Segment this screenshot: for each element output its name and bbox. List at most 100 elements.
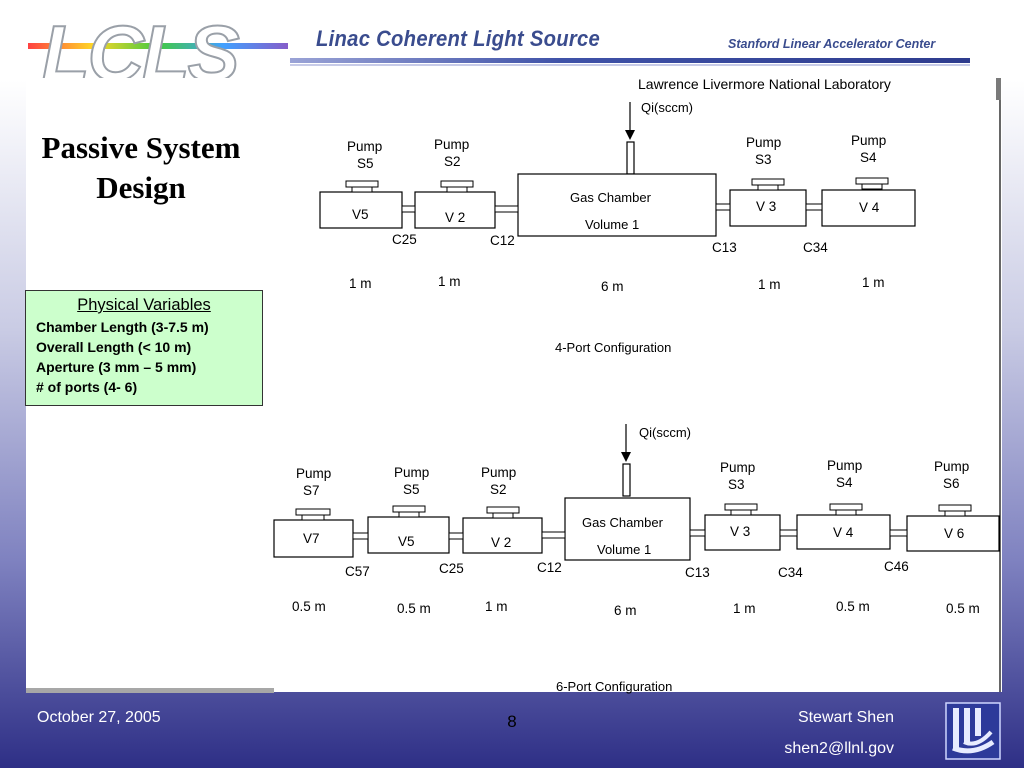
pump-label: S7 (303, 483, 320, 498)
content-shadow (26, 688, 274, 693)
pump-word: Pump (434, 137, 469, 152)
pump-word: Pump (347, 139, 382, 154)
length-label: 1 m (862, 275, 885, 290)
pump-label: S2 (444, 154, 461, 169)
volume-label: V 2 (491, 535, 511, 550)
rainbow-stripe (28, 43, 288, 49)
variable-item: Overall Length (< 10 m) (36, 339, 192, 355)
volume-label: V5 (398, 534, 415, 549)
length-label: 1 m (485, 599, 508, 614)
pump-label: S5 (403, 482, 420, 497)
connector-label: C25 (392, 232, 417, 247)
volume-label: V 4 (859, 200, 880, 215)
footer-page-number: 8 (507, 712, 517, 731)
connector-label: C12 (537, 560, 562, 575)
volume-label: V 3 (756, 199, 776, 214)
pump-label: S2 (490, 482, 507, 497)
pump-cap (486, 506, 520, 514)
variable-item: Aperture (3 mm – 5 mm) (36, 359, 197, 375)
llnl-logo-icon (945, 702, 1001, 760)
header-blue-bar (290, 58, 970, 63)
connector-label: C57 (345, 564, 370, 579)
length-label: 6 m (601, 279, 624, 294)
pump-label: S3 (755, 152, 772, 167)
slide-title-line2: Design (96, 170, 186, 205)
length-label: 0.5 m (397, 601, 431, 616)
volume-label: V 6 (944, 526, 964, 541)
lab-name: Lawrence Livermore National Laboratory (638, 76, 891, 92)
header-blue-bar-light (290, 64, 970, 66)
pump-word: Pump (296, 466, 331, 481)
volume-box-v4 (796, 514, 891, 550)
chamber-label: Volume 1 (597, 542, 651, 557)
length-label: 1 m (733, 601, 756, 616)
inflow-arrow-head (625, 130, 635, 140)
pump-stem (398, 511, 420, 518)
pump-cap (938, 504, 972, 512)
pump-label: S5 (357, 156, 374, 171)
footer-date: October 27, 2005 (37, 709, 161, 726)
length-label: 0.5 m (946, 601, 980, 616)
connector-pipe (448, 532, 464, 540)
length-label: 1 m (438, 274, 461, 289)
connector-label: C34 (803, 240, 828, 255)
length-label: 1 m (349, 276, 372, 291)
variables-heading: Physical Variables (77, 296, 211, 314)
connector-pipe (352, 532, 369, 540)
pump-stem (757, 184, 779, 191)
footer-email: shen2@llnl.gov (784, 740, 894, 757)
volume-label: V 3 (730, 524, 750, 539)
pump-word: Pump (720, 460, 755, 475)
lcls-logo-text: LCLS (42, 9, 240, 78)
slide-title-line1: Passive System (41, 130, 241, 165)
inflow-label: Qi(sccm) (639, 425, 691, 440)
chamber-label: Volume 1 (585, 217, 639, 232)
pump-cap (345, 180, 379, 188)
connector-pipe (889, 529, 908, 537)
connector-pipe (541, 531, 566, 539)
pump-stem (835, 509, 857, 516)
pump-label: S4 (860, 150, 877, 165)
variable-item: # of ports (4- 6) (36, 379, 138, 395)
inflow-pipe (626, 141, 635, 175)
six-port-diagram: Qi(sccm) (273, 424, 1000, 694)
slide-header: LCLS Linac Coherent Light Source Stanfor… (0, 0, 1024, 78)
slide-title: Passive System Design (26, 128, 256, 208)
physical-variables-box: Physical Variables Chamber Length (3-7.5… (25, 290, 263, 406)
pump-stem (301, 514, 325, 521)
pump-cap (295, 508, 331, 516)
connector-label: C34 (778, 565, 803, 580)
connector-pipe (715, 203, 731, 211)
pump-stem (730, 509, 752, 516)
gas-chamber-box (517, 173, 717, 237)
pump-cap (724, 503, 758, 511)
inflow-label: Qi(sccm) (641, 100, 693, 115)
pump-stem (492, 512, 514, 519)
volume-label: V 2 (445, 210, 465, 225)
pump-word: Pump (851, 133, 886, 148)
volume-label: V5 (352, 207, 369, 222)
four-port-diagram: Qi(sccm) Pump S5 Pump S2 Pum (319, 100, 916, 355)
connector-label: C13 (685, 565, 710, 580)
content-edge (996, 78, 1001, 100)
header-org: Stanford Linear Accelerator Center (728, 37, 936, 51)
variable-item: Chamber Length (3-7.5 m) (36, 319, 209, 335)
volume-label: V 4 (833, 525, 854, 540)
pump-stem (446, 186, 468, 193)
length-label: 1 m (758, 277, 781, 292)
pump-cap (392, 505, 426, 513)
pump-word: Pump (746, 135, 781, 150)
volume-label: V7 (303, 531, 320, 546)
pump-cap (751, 178, 785, 186)
pump-cap (855, 177, 889, 185)
connector-label: C12 (490, 233, 515, 248)
footer-author: Stewart Shen (797, 709, 894, 726)
connector-pipe (689, 529, 706, 537)
header-title: Linac Coherent Light Source (316, 26, 601, 51)
pump-label: S4 (836, 475, 853, 490)
pump-label: S3 (728, 477, 745, 492)
length-label: 0.5 m (292, 599, 326, 614)
length-label: 0.5 m (836, 599, 870, 614)
volume-box-v6 (906, 515, 1000, 552)
